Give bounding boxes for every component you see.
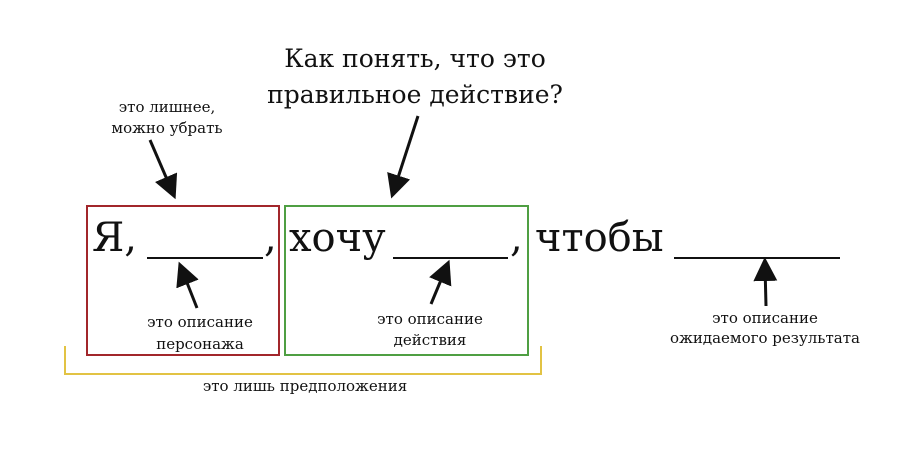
persona-note-line-1: это описание bbox=[147, 313, 253, 331]
question-line-1: Как понять, что это bbox=[284, 44, 546, 73]
extra-note-line-2: можно убрать bbox=[111, 119, 223, 137]
persona-note-line-2: персонажа bbox=[156, 335, 244, 353]
sentence-comma-2: , bbox=[510, 215, 523, 261]
persona-blank bbox=[147, 257, 263, 259]
result-blank bbox=[674, 257, 840, 259]
sentence-comma-1: , bbox=[264, 215, 277, 261]
action-note-line-1: это описание bbox=[377, 310, 483, 328]
question-arrow bbox=[387, 115, 420, 199]
action-blank bbox=[393, 257, 508, 259]
sentence-part-khochu: хочу bbox=[289, 215, 386, 261]
extra-note-line-1: это лишнее, bbox=[118, 98, 216, 116]
sentence-part-ya: Я, bbox=[92, 215, 138, 261]
sentence-part-chtoby: чтобы bbox=[535, 215, 664, 261]
result-note-line-2: ожидаемого результата bbox=[670, 329, 860, 347]
result-note-line-1: это описание bbox=[712, 309, 818, 327]
result-arrow bbox=[753, 257, 778, 307]
question-line-2: правильное действие? bbox=[267, 80, 563, 109]
extra-arrow bbox=[148, 139, 178, 200]
assumptions-note: это лишь предположения bbox=[202, 377, 408, 395]
action-note-line-2: действия bbox=[393, 331, 467, 349]
